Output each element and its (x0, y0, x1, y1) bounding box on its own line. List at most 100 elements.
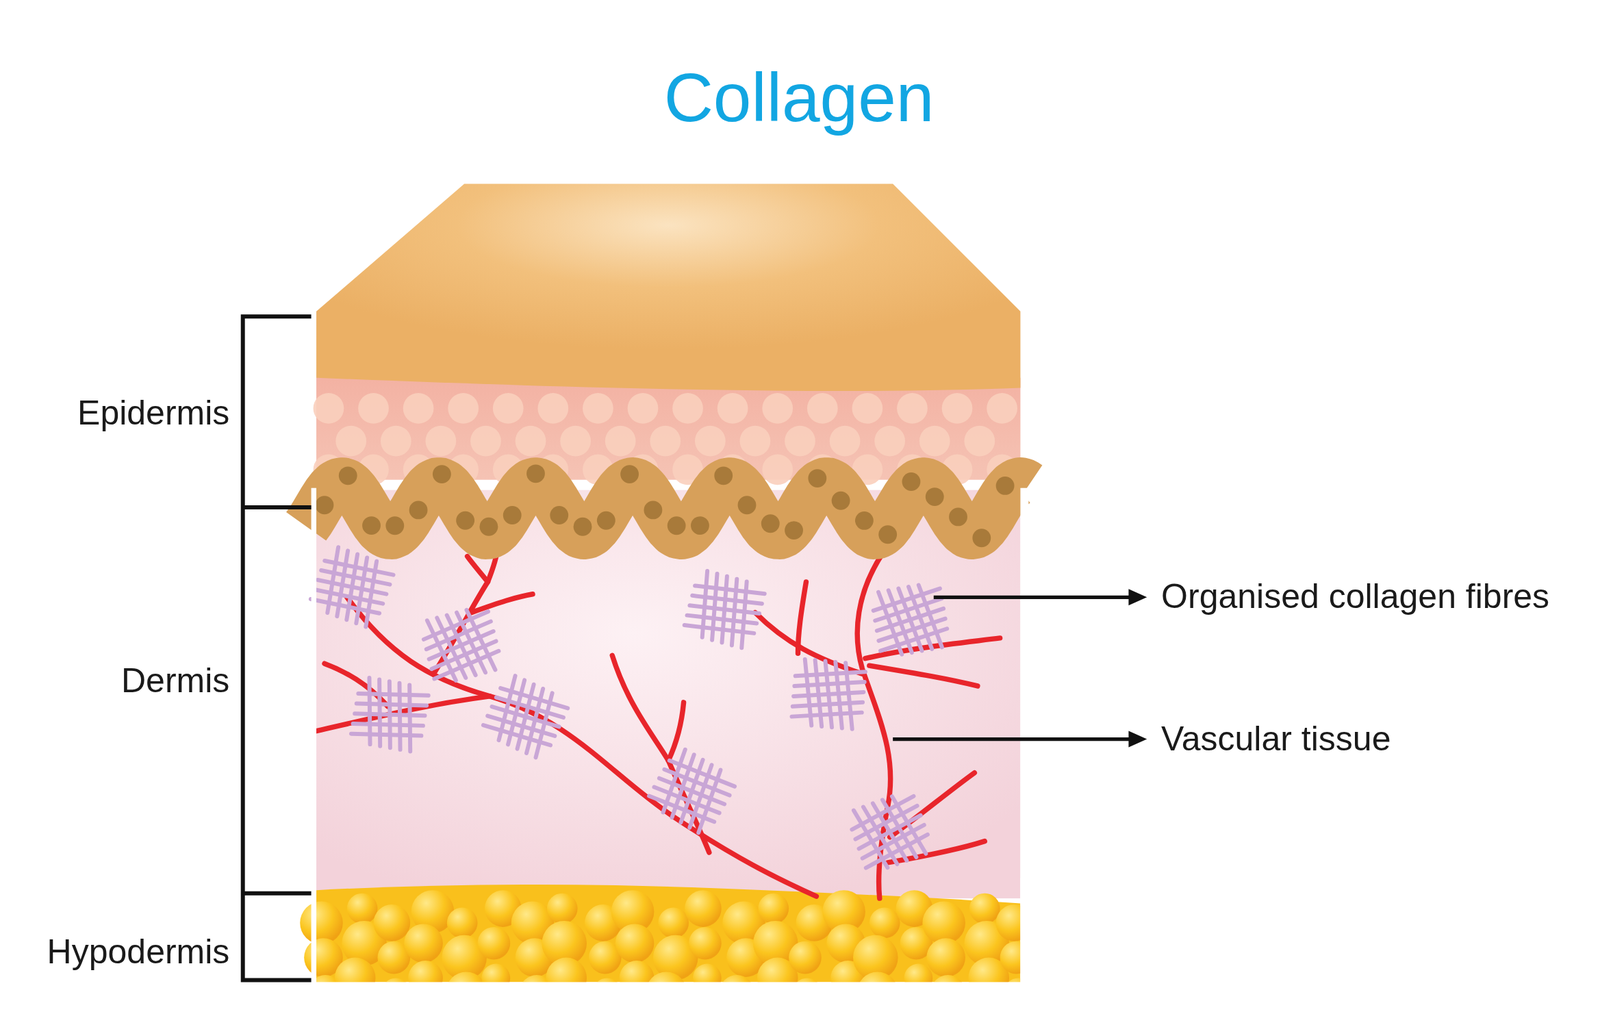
fat-cell (299, 901, 344, 945)
collagen-fibre (840, 662, 858, 730)
collagen-fibre (310, 589, 380, 624)
collagen-fibre (398, 684, 422, 752)
basal-cell (479, 517, 499, 537)
basal-cell (972, 528, 991, 548)
hypodermis-layer (299, 877, 1062, 1023)
basal-cell (620, 464, 639, 484)
fat-cell (922, 901, 966, 945)
collagen-mesh (870, 581, 950, 658)
basal-cell (902, 472, 921, 491)
collagen-fibres (308, 544, 950, 875)
epidermis-cell (986, 392, 1018, 424)
collagen-fibre (524, 692, 564, 758)
epidermis-cell (852, 392, 884, 424)
basal-cell (549, 505, 569, 525)
epidermis-cell (605, 425, 637, 457)
epidermis-cell (874, 425, 906, 457)
basal-cells (315, 464, 1015, 548)
basal-cell (432, 464, 452, 484)
epidermis-cell (694, 425, 726, 457)
epidermis-cell (896, 392, 928, 424)
basal-cell (455, 511, 475, 530)
epidermis-cell (582, 392, 614, 424)
basal-cell (526, 464, 545, 483)
collagen-mesh (479, 672, 571, 761)
epidermis-cell (403, 392, 435, 424)
layer-bracket (243, 316, 312, 980)
collagen-fibre (483, 716, 551, 755)
collagen-fibre (684, 615, 755, 644)
epidermis-cell (358, 392, 389, 424)
collagen-fibre (688, 770, 732, 834)
basal-cell (597, 511, 616, 530)
fat-cell (869, 907, 901, 939)
epidermis-cell (740, 425, 771, 457)
collagen-mesh (791, 658, 867, 730)
collagen-fibre (353, 561, 388, 628)
fat-cell (688, 927, 722, 960)
epidermis-cell (425, 425, 457, 457)
basal-cell (338, 466, 358, 485)
epidermis-cell (672, 392, 704, 424)
collagen-fibre (892, 792, 926, 858)
basal-cell (714, 466, 733, 485)
background (306, 981, 1041, 1023)
collagen-mesh (418, 604, 504, 686)
basal-cell (667, 516, 687, 535)
callout-label: Organised collagen fibres (1161, 577, 1550, 616)
collagen-fibre (793, 686, 864, 703)
fat-cell (447, 907, 478, 939)
epidermis-cell (762, 454, 793, 486)
epidermis-cell (717, 392, 749, 424)
epidermis-cell (560, 425, 591, 457)
basal-cell (784, 521, 804, 540)
epidermis-cell (762, 392, 793, 424)
basal-cell (385, 516, 404, 535)
fat-cell (347, 893, 378, 925)
fat-cell (757, 893, 789, 925)
epidermis-cell (492, 392, 524, 424)
layer-label: Dermis (121, 662, 230, 700)
collagen-fibre (862, 834, 932, 869)
epidermis-cell (335, 425, 367, 457)
vascular-tissue (316, 546, 1001, 899)
basal-cell (409, 501, 428, 520)
fat-cell (403, 923, 443, 963)
basal-cell (315, 495, 335, 515)
basal-cell (573, 517, 593, 537)
collagen-fibre (432, 651, 502, 680)
collagen-fibre (918, 582, 943, 650)
epidermis-cell (313, 392, 345, 424)
leader-arrow (892, 588, 1147, 747)
basal-cell (362, 516, 381, 535)
basal-cell (996, 476, 1015, 495)
fat-cell (969, 893, 1001, 925)
basal-cell (878, 525, 897, 544)
basal-cell (738, 495, 757, 515)
epidermis-cell (784, 425, 816, 457)
collagen-mesh (846, 789, 934, 875)
stratum-corneum (316, 183, 1021, 391)
fat-cell (373, 904, 411, 942)
epidermis-cell (942, 392, 973, 424)
basal-layer (306, 481, 1029, 536)
epidermis-cell (919, 425, 951, 457)
epidermis-cell (963, 425, 995, 457)
collagen-fibre (878, 628, 949, 651)
collagen-mesh (682, 568, 767, 650)
diagram-title: Collagen (664, 59, 935, 135)
fat-cell (547, 893, 578, 925)
epidermis-cell (807, 392, 838, 424)
epidermis-cell (470, 425, 502, 457)
callout-label: Vascular tissue (1161, 720, 1391, 758)
collagen-fibre (351, 723, 422, 746)
collagen-fibre (792, 706, 862, 723)
epidermis-cell (649, 425, 681, 457)
collagen-fibre (649, 787, 715, 832)
fat-cell (926, 937, 966, 977)
collagen-mesh (349, 676, 430, 754)
basal-cell (831, 491, 851, 511)
fat-cell (657, 907, 689, 939)
collagen-mesh (645, 745, 739, 837)
